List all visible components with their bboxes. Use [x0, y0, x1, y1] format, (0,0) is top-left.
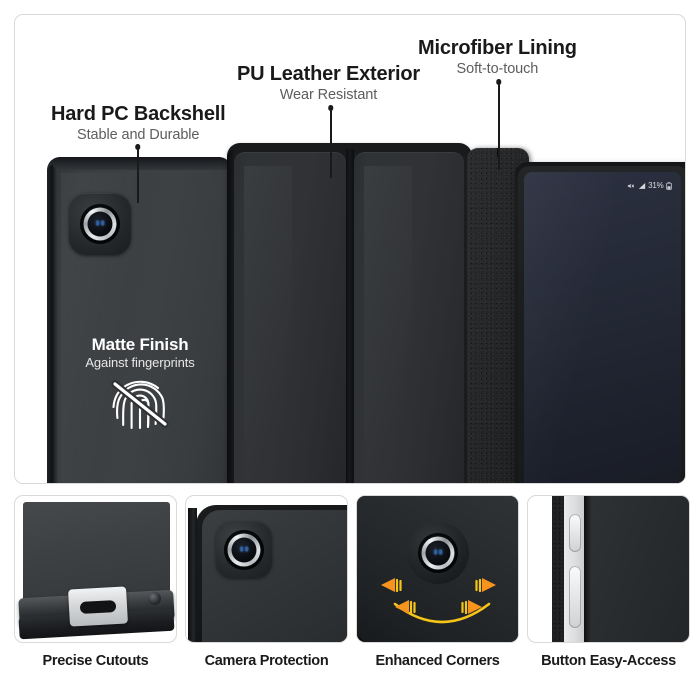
no-fingerprint-icon	[109, 376, 171, 432]
camera-module	[407, 522, 469, 584]
folio-crease	[346, 149, 354, 483]
matte-finish-subtitle: Against fingerprints	[85, 355, 195, 370]
folio-panel-right	[354, 152, 464, 483]
callout-title: PU Leather Exterior	[237, 63, 420, 85]
callout-subtitle: Wear Resistant	[279, 87, 378, 103]
impact-arrow-left-upper	[381, 578, 402, 593]
folio-panel-left	[234, 152, 346, 483]
usb-c-port-bezel	[68, 586, 128, 627]
folio-sheen-right	[364, 166, 412, 481]
screen-reflection	[524, 172, 617, 483]
backshell-seam	[225, 169, 228, 483]
case-spine	[188, 508, 197, 642]
camera-lens-glass	[231, 537, 257, 563]
folio-left-edge	[227, 150, 234, 483]
volume-button-cover	[569, 566, 581, 628]
tablet-frame: 31%	[518, 166, 685, 483]
callout-leader-line-backshell	[137, 147, 139, 203]
impact-arrow-right-upper	[475, 578, 496, 593]
battery-percent-label: 31%	[648, 181, 664, 190]
matte-finish-title: Matte Finish	[91, 335, 189, 354]
feature-card-button-easy-access: Button Easy-Access	[527, 495, 690, 669]
usb-c-port-opening	[79, 599, 117, 614]
case-back-surface	[580, 496, 689, 642]
folio-sheen-left	[244, 166, 292, 481]
case-side-edge	[584, 496, 591, 642]
status-bar: 31%	[627, 181, 672, 190]
callout-title: Hard PC Backshell	[51, 103, 226, 125]
feature-card-precise-cutouts: Precise Cutouts	[14, 495, 177, 669]
camera-module	[216, 522, 272, 578]
camera-lens-reflection	[434, 549, 442, 555]
feature-label: Button Easy-Access	[541, 653, 676, 669]
callout-subtitle: Soft-to-touch	[456, 61, 539, 77]
callout-hard-pc-backshell: Hard PC Backshell Stable and Durable	[51, 103, 226, 143]
power-button-cover	[569, 514, 581, 552]
backshell-spine	[47, 165, 53, 483]
mute-icon	[627, 183, 635, 188]
feature-label: Camera Protection	[204, 653, 329, 669]
feature-card-row: Precise Cutouts Camera Protection	[14, 495, 690, 669]
signal-bars-icon	[638, 182, 645, 189]
callout-subtitle: Stable and Durable	[77, 127, 200, 143]
camera-lens-glass	[87, 211, 113, 237]
camera-lens-glass	[425, 540, 451, 566]
feature-card-camera-protection: Camera Protection	[185, 495, 348, 669]
camera-lens-icon	[185, 495, 348, 643]
hero-panel: Matte Finish Against fingerprints	[14, 14, 686, 484]
usb-port-cutout-icon	[14, 495, 177, 643]
matte-finish-overlay: Matte Finish Against fingerprints	[65, 335, 215, 432]
tablet-screen: 31%	[524, 172, 681, 483]
pu-leather-folio	[227, 143, 472, 483]
impact-arrow-left-lower	[395, 600, 416, 615]
battery-icon	[666, 181, 672, 190]
camera-lens-reflection	[240, 546, 248, 552]
callout-leader-line-pu-leather	[330, 108, 332, 178]
callout-microfiber-lining: Microfiber Lining Soft-to-touch	[418, 37, 577, 77]
camera-lens-reflection	[96, 220, 104, 226]
hard-pc-backshell: Matte Finish Against fingerprints	[47, 157, 232, 483]
tablet-device: 31%	[515, 162, 685, 483]
feature-label: Enhanced Corners	[375, 653, 500, 669]
impact-arrow-right-lower	[461, 600, 482, 615]
feature-card-enhanced-corners: Enhanced Corners	[356, 495, 519, 669]
camera-module	[69, 193, 131, 255]
feature-label: Precise Cutouts	[42, 653, 149, 669]
callout-title: Microfiber Lining	[418, 37, 577, 59]
corner-impact-arrows-icon	[356, 495, 519, 643]
callout-leader-line-microfiber	[498, 82, 500, 170]
callout-pu-leather-exterior: PU Leather Exterior Wear Resistant	[237, 63, 420, 103]
side-buttons-icon	[527, 495, 690, 643]
